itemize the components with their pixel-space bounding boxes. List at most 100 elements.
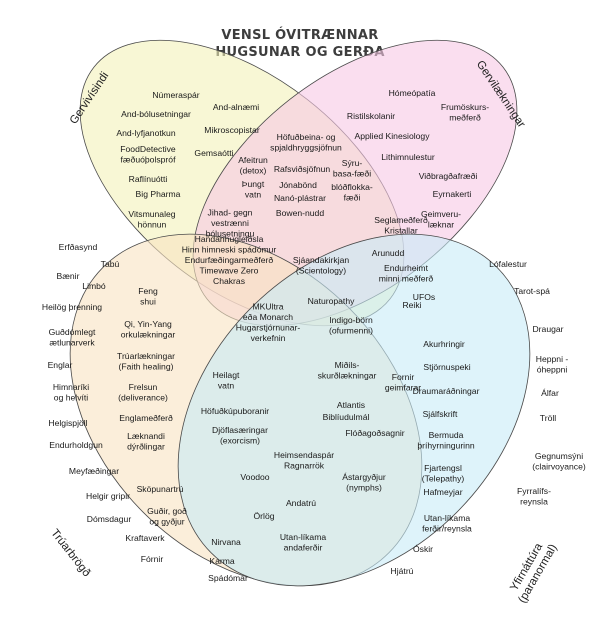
set-label-religion: Trúarbrögð bbox=[48, 527, 92, 579]
venn-item-49: Atlantis bbox=[337, 400, 365, 410]
venn-item-15: Bowen-nudd bbox=[276, 208, 324, 218]
venn-item-59: Tarot-spá bbox=[514, 286, 550, 296]
venn-item-43: Englameðferð bbox=[119, 413, 173, 423]
venn-item-93: Andatrú bbox=[286, 498, 316, 508]
set-label-paranormal: Yfirnáttúra(paranormal) bbox=[505, 536, 560, 606]
venn-item-14: Nanó-plástrar bbox=[274, 193, 326, 203]
venn-item-1: And-bólusetningar bbox=[121, 109, 191, 119]
venn-item-73: Limbó bbox=[82, 281, 106, 291]
venn-item-2: And-alnæmi bbox=[213, 102, 259, 112]
venn-item-41: Trúarlækningar(Faith healing) bbox=[117, 351, 175, 372]
venn-item-8: Big Pharma bbox=[136, 189, 181, 199]
venn-item-37: Indigo-börn(ofurmenni) bbox=[329, 315, 373, 336]
venn-item-63: Tröll bbox=[540, 413, 556, 423]
venn-item-82: Dómsdagur bbox=[87, 514, 132, 524]
venn-item-81: Helgir gripir bbox=[86, 491, 130, 501]
venn-item-9: Afeitrun(detox) bbox=[238, 155, 268, 176]
venn-item-55: Sjálfskrift bbox=[423, 409, 458, 419]
venn-item-60: Draugar bbox=[532, 324, 563, 334]
venn-item-91: Voodoo bbox=[240, 472, 269, 482]
venn-item-78: Helgispjöll bbox=[48, 418, 87, 428]
venn-item-54: Draumaráðningar bbox=[413, 386, 480, 396]
venn-item-57: Fjartengsl(Telepathy) bbox=[422, 463, 465, 484]
venn-item-35: UFOs bbox=[413, 292, 435, 302]
venn-item-65: Fyrralífs-reynsla bbox=[517, 486, 551, 507]
venn-item-34: Reiki bbox=[402, 300, 421, 310]
venn-item-71: Tabú bbox=[101, 259, 120, 269]
venn-item-4: Mikroscopistar bbox=[204, 125, 260, 135]
venn-item-70: Erfðasynd bbox=[59, 242, 98, 252]
venn-item-47: Djöflasæringar(exorcism) bbox=[212, 425, 268, 446]
venn-item-33: Naturopathy bbox=[308, 296, 356, 306]
venn-item-68: Óskir bbox=[413, 544, 433, 554]
venn-item-28: Geimveru-læknar bbox=[421, 209, 461, 230]
venn-item-6: Gemsaótti bbox=[194, 148, 233, 158]
venn-item-21: Applied Kinesiology bbox=[354, 131, 430, 141]
venn-item-72: Bænir bbox=[57, 271, 80, 281]
venn-item-23: Viðbragðafræði bbox=[419, 171, 478, 181]
venn-item-46: Höfuðkúpuboranir bbox=[201, 406, 269, 416]
venn-item-88: Karma bbox=[209, 556, 235, 566]
venn-item-53: Stjörnuspeki bbox=[423, 362, 470, 372]
venn-item-79: Endurholdgun bbox=[49, 440, 103, 450]
venn-item-87: Nirvana bbox=[211, 537, 241, 547]
diagram-title-line-1: VENSL ÓVITRÆNNAR bbox=[221, 28, 379, 43]
venn-item-58: Lófalestur bbox=[489, 259, 527, 269]
venn-item-22: Lithimnulestur bbox=[381, 152, 435, 162]
venn-item-50: Biblíudulmál bbox=[323, 412, 370, 422]
venn-item-3: And-lyfjanotkun bbox=[116, 128, 175, 138]
venn-item-12: Rafsviðsjöfnun bbox=[274, 164, 331, 174]
venn-item-51: Flóðagoðsagnir bbox=[345, 428, 404, 438]
set-ellipse-paranormal bbox=[177, 233, 531, 587]
venn-item-92: Ástargyðjur(nymphs) bbox=[342, 472, 386, 493]
venn-item-7: Raflínuótti bbox=[129, 174, 168, 184]
venn-item-16: Sýru-basa-fæði bbox=[333, 158, 371, 179]
venn-item-17: blóðflokka-fæði bbox=[331, 182, 373, 203]
venn-item-83: Sköpunartrú bbox=[137, 484, 184, 494]
venn-item-0: Númeraspár bbox=[152, 90, 199, 100]
venn-item-30: Sjáandakirkjan(Scientology) bbox=[293, 255, 350, 276]
venn-item-24: Eyrnakerti bbox=[433, 189, 472, 199]
venn-item-61: Heppni -óheppni bbox=[536, 354, 569, 375]
venn-item-62: Álfar bbox=[541, 388, 559, 398]
venn-item-74: Heilög þrenning bbox=[42, 302, 102, 312]
venn-item-85: Kraftaverk bbox=[125, 533, 165, 543]
venn-item-80: Meyfæðingar bbox=[69, 466, 119, 476]
diagram-title-line-2: HUGSUNAR OG GERÐA bbox=[215, 45, 385, 60]
venn-item-52: Akurhringir bbox=[423, 339, 465, 349]
venn-item-18: Hómeópatía bbox=[389, 88, 436, 98]
venn-item-31: Arunudd bbox=[372, 248, 405, 258]
venn-item-19: Ristilskolanir bbox=[347, 111, 395, 121]
venn-item-69: Hjátrú bbox=[391, 566, 414, 576]
venn-item-20: Frumöskurs-meðferð bbox=[441, 102, 489, 123]
venn-item-86: Fórnir bbox=[141, 554, 164, 564]
venn-item-76: Englar bbox=[48, 360, 73, 370]
venn-item-66: Hafmeyjar bbox=[423, 487, 462, 497]
venn-item-13: Jónabönd bbox=[279, 180, 317, 190]
venn-item-38: Miðils-skurðlækningar bbox=[318, 360, 377, 381]
venn-item-64: Gegnumsýni(clairvoyance) bbox=[532, 451, 586, 472]
venn-item-89: Spádómar bbox=[208, 573, 248, 583]
